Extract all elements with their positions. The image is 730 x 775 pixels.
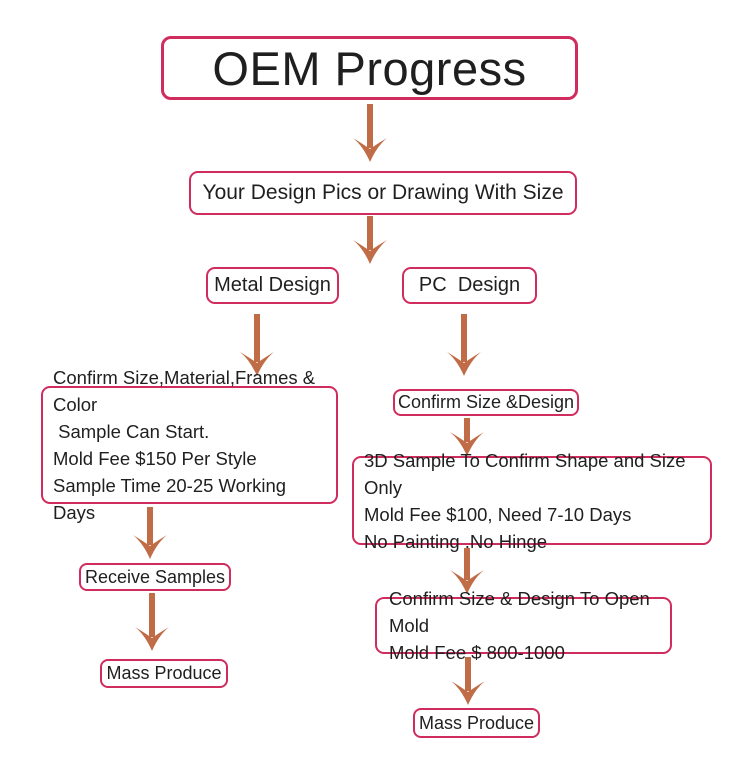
flow-arrow-down-icon (132, 507, 168, 559)
pc-detail-line: Mold Fee $100, Need 7-10 Days (364, 503, 632, 525)
flow-arrow-down-icon (450, 657, 486, 705)
pc-detail-line: No Painting ,No Hinge (364, 530, 548, 552)
flow-arrow-down-icon (449, 548, 485, 594)
receive-samples-label: Receive Samples (84, 566, 226, 587)
metal-detail-box: Confirm Size,Material,Frames & Color Sam… (41, 367, 338, 523)
pc-detail-box: 3D Sample To Confirm Shape and Size Only… (352, 450, 712, 552)
design-input-label: Your Design Pics or Drawing With Size (202, 181, 564, 204)
receive-samples-box: Receive Samples (79, 563, 231, 591)
metal-detail-line: Mold Fee $150 Per Style (53, 448, 257, 469)
flow-arrow-down-icon (352, 216, 388, 264)
metal-detail-line: Sample Time 20-25 Working Days (53, 475, 292, 523)
mass-produce-pc-box: Mass Produce (413, 708, 540, 738)
flow-arrow-down-icon (352, 104, 388, 162)
metal-design-box: Metal Design (206, 267, 339, 304)
pc-design-label: PC Design (418, 274, 521, 296)
mass-produce-metal-box: Mass Produce (100, 659, 228, 688)
design-input-box: Your Design Pics or Drawing With Size (189, 171, 577, 215)
pc-detail-line: 3D Sample To Confirm Shape and Size Only (364, 449, 691, 498)
confirm-size-design-label: Confirm Size &Design (397, 392, 575, 412)
metal-detail-line: Sample Can Start. (53, 421, 210, 442)
metal-detail-line: Confirm Size,Material,Frames & Color (53, 367, 321, 415)
open-mold-line: Mold Fee $ 800-1000 (389, 642, 565, 663)
flow-arrow-down-icon (239, 314, 275, 376)
mass-produce-pc-label: Mass Produce (418, 712, 535, 733)
open-mold-box: Confirm Size & Design To Open Mold Mold … (375, 588, 672, 663)
flow-arrow-down-icon (446, 314, 482, 376)
title-box: OEM Progress (161, 36, 578, 100)
mass-produce-metal-label: Mass Produce (106, 663, 222, 683)
flow-arrow-down-icon (449, 418, 485, 456)
confirm-size-design-box: Confirm Size &Design (393, 389, 579, 416)
flow-arrow-down-icon (134, 593, 170, 651)
page-title: OEM Progress (212, 41, 527, 95)
metal-design-label: Metal Design (214, 274, 331, 296)
pc-design-box: PC Design (402, 267, 537, 304)
open-mold-line: Confirm Size & Design To Open Mold (389, 588, 655, 636)
